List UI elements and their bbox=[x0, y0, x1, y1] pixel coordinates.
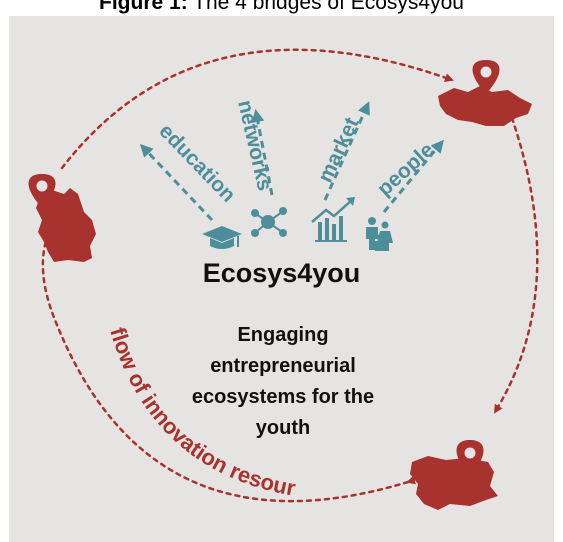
graduation-cap-icon bbox=[202, 226, 242, 249]
bridge-label-networks: networks bbox=[233, 98, 276, 193]
flow-arrow-czech-to-bulgaria bbox=[493, 116, 539, 414]
bridge-arrow-networks bbox=[251, 109, 274, 196]
bridge-arrow-people bbox=[382, 139, 444, 213]
figure-caption-text: The 4 bridges of Ecosys4you bbox=[187, 0, 464, 14]
bridge-arrow-education bbox=[139, 143, 214, 222]
bridge-arrow-market bbox=[323, 101, 370, 201]
flow-arrow-germany-to-czech bbox=[60, 48, 454, 170]
market-chart-icon bbox=[311, 197, 355, 242]
bridge-label-market: market bbox=[314, 114, 364, 186]
diagram-title: Ecosys4you bbox=[202, 258, 361, 288]
network-icon bbox=[251, 207, 287, 237]
flow-arrow-bulgaria-to-germany bbox=[41, 233, 417, 503]
figure-caption: Figure 1: The 4 bridges of Ecosys4you bbox=[0, 0, 563, 15]
bridge-label-education: education bbox=[154, 119, 239, 206]
czech-map-icon bbox=[438, 86, 532, 126]
people-icon bbox=[366, 217, 393, 251]
germany-map-icon bbox=[36, 188, 96, 262]
bulgaria-map-icon bbox=[410, 456, 498, 510]
czech-map-pin-icon bbox=[472, 60, 500, 94]
bulgaria-map-pin-icon bbox=[456, 440, 484, 476]
bridge-label-people: people bbox=[373, 138, 439, 200]
germany-map-pin-icon bbox=[28, 174, 56, 208]
figure-caption-label: Figure 1: bbox=[99, 0, 188, 14]
diagram-subtitle: Engaging entrepreneurial ecosystems for … bbox=[191, 324, 375, 439]
